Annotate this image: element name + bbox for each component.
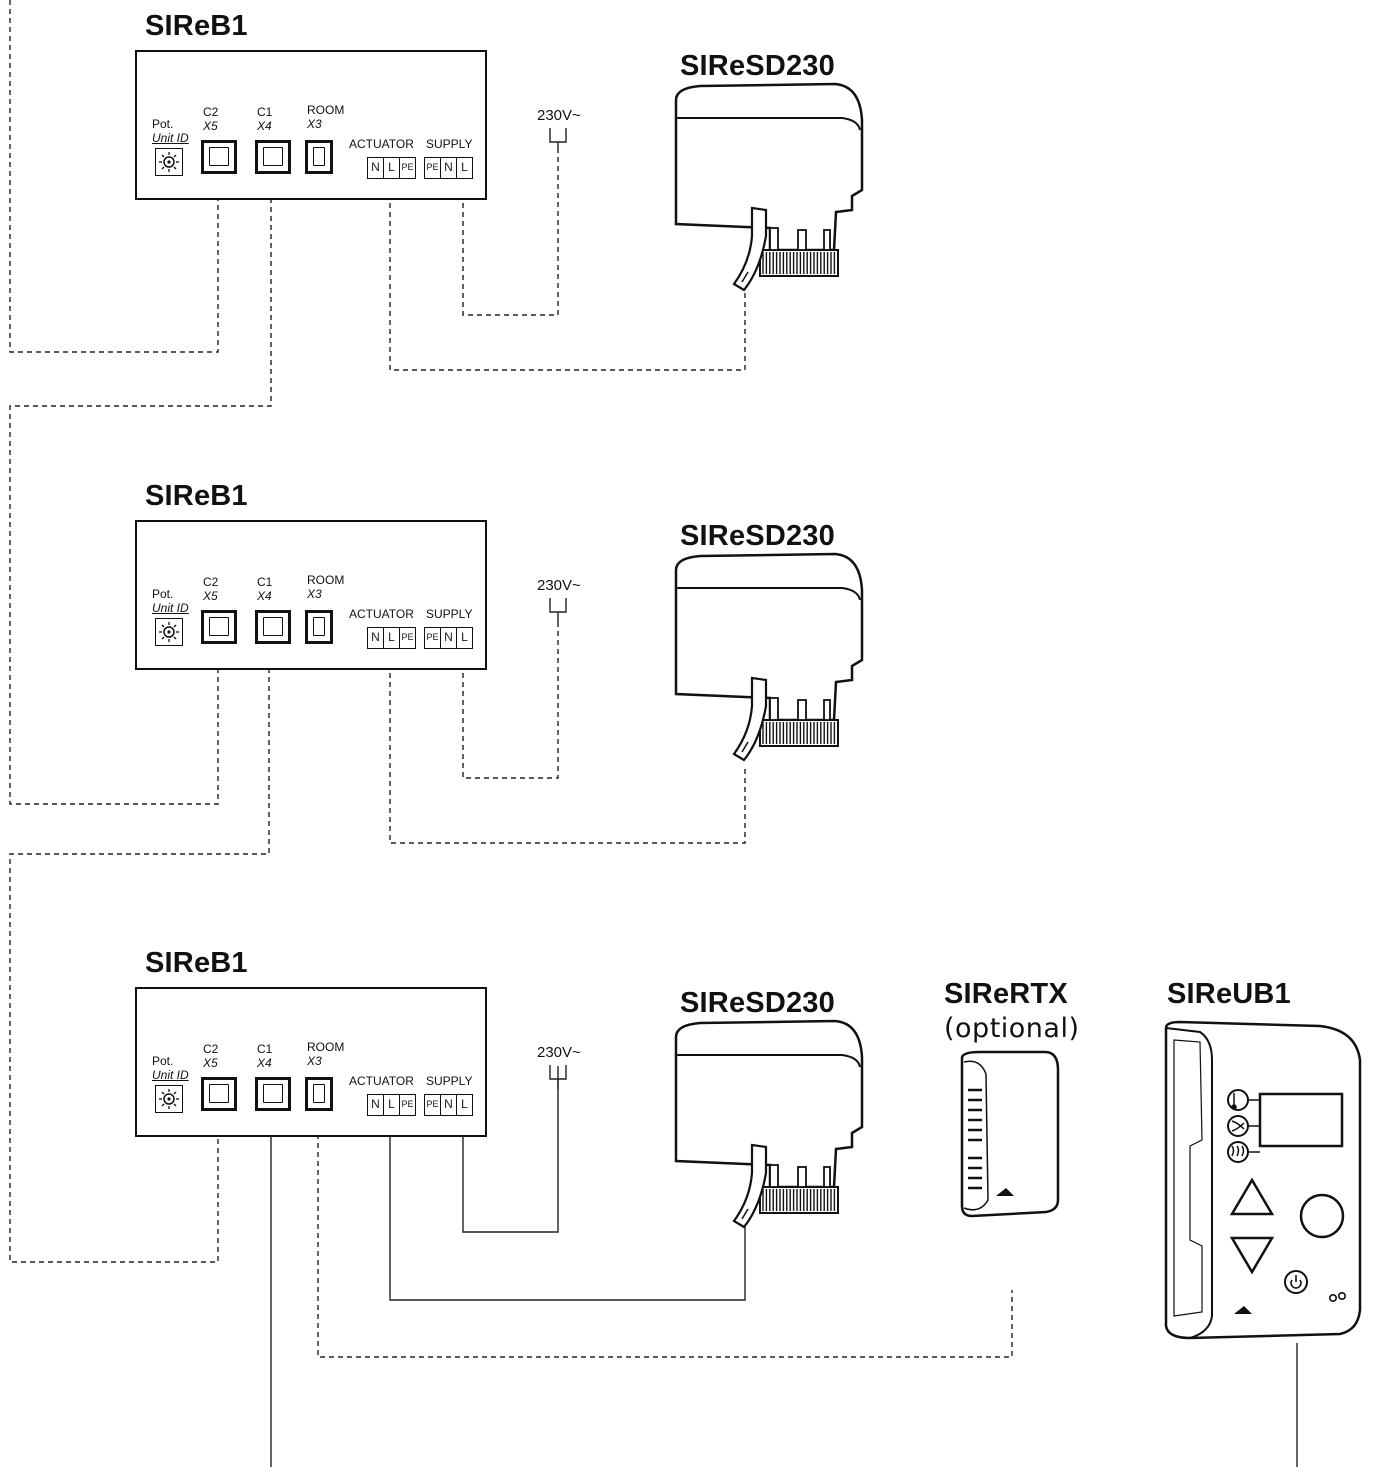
- mains-voltage-label: 230V~: [537, 107, 581, 124]
- potentiometer-dial-icon: [159, 152, 179, 172]
- port-name-label: C1: [257, 575, 273, 589]
- actuator-terminal[interactable]: PE: [399, 627, 416, 649]
- mains-plug-icon: [549, 1065, 567, 1089]
- controller-title: SIReB1: [145, 480, 248, 512]
- actuator-wire-1: [389, 176, 746, 371]
- port-id-label: X3: [307, 117, 322, 131]
- supply-terminal-label: SUPPLY: [426, 1074, 473, 1088]
- actuator-terminal-label: ACTUATOR: [349, 137, 414, 151]
- supply-terminal-label: SUPPLY: [426, 137, 473, 151]
- actuator-terminal-label: ACTUATOR: [349, 607, 414, 621]
- mains-voltage-label: 230V~: [537, 577, 581, 594]
- rj-port-x5[interactable]: [201, 610, 237, 644]
- supply-terminal[interactable]: L: [456, 627, 473, 649]
- actuator-terminal[interactable]: PE: [399, 157, 416, 179]
- up-arrow-icon: [1229, 1177, 1275, 1216]
- mains-plug-icon: [549, 128, 567, 152]
- supply-terminal-label: SUPPLY: [426, 607, 473, 621]
- port-name-label: C2: [203, 575, 219, 589]
- port-id-label: X3: [307, 1054, 322, 1068]
- controller-title: SIReB1: [145, 947, 248, 979]
- rj-port-x3[interactable]: [305, 140, 333, 174]
- bus-wire-top-c2: [9, 0, 219, 353]
- actuator-device: [674, 82, 864, 292]
- down-arrow-icon: [1229, 1236, 1275, 1275]
- port-id-label: X3: [307, 587, 322, 601]
- unit-id-potentiometer[interactable]: [155, 618, 183, 646]
- rj-port-x3[interactable]: [305, 610, 333, 644]
- port-name-label: C1: [257, 1042, 273, 1056]
- fan-icon: [1227, 1115, 1249, 1137]
- unit-id-label: Unit ID: [152, 601, 189, 615]
- supply-terminal[interactable]: L: [456, 157, 473, 179]
- port-name-label: C2: [203, 105, 219, 119]
- unit-id-potentiometer[interactable]: [155, 148, 183, 176]
- port-id-label: X4: [257, 589, 272, 603]
- bus-wire-c1-to-unit2: [9, 180, 272, 805]
- port-id-label: X5: [203, 589, 218, 603]
- supply-wire-3: [462, 1066, 559, 1233]
- potentiometer-dial-icon: [159, 1089, 179, 1109]
- pot-label: Pot.: [152, 1054, 174, 1068]
- supply-wire-2: [462, 620, 559, 779]
- port-id-label: X5: [203, 1056, 218, 1070]
- mains-voltage-label: 230V~: [537, 1044, 581, 1061]
- port-id-label: X5: [203, 119, 218, 133]
- port-name-label: ROOM: [307, 1040, 345, 1054]
- pot-label: Pot.: [152, 587, 174, 601]
- actuator-terminal[interactable]: PE: [399, 1094, 416, 1116]
- rj-port-x3[interactable]: [305, 1077, 333, 1111]
- actuator-title: SIReSD230: [680, 987, 835, 1019]
- pot-label: Pot.: [152, 117, 174, 131]
- unit-id-label: Unit ID: [152, 1068, 189, 1082]
- supply-wire-1: [462, 152, 559, 316]
- port-name-label: ROOM: [307, 103, 345, 117]
- actuator-wire-3: [389, 1112, 746, 1301]
- unit-id-potentiometer[interactable]: [155, 1085, 183, 1113]
- potentiometer-dial-icon: [159, 622, 179, 642]
- bus-wire-c1-to-unit3: [9, 650, 270, 1263]
- port-id-label: X4: [257, 1056, 272, 1070]
- port-id-label: X4: [257, 119, 272, 133]
- controller-title: SIReB1: [145, 10, 248, 42]
- rj-port-x4[interactable]: [255, 140, 291, 174]
- actuator-terminal-label: ACTUATOR: [349, 1074, 414, 1088]
- port-name-label: ROOM: [307, 573, 345, 587]
- actuator-title: SIReSD230: [680, 520, 835, 552]
- user-unit-device: [1164, 1020, 1362, 1340]
- rj-port-x5[interactable]: [201, 1077, 237, 1111]
- actuator-title: SIReSD230: [680, 50, 835, 82]
- room-sensor-title: SIReRTX: [944, 978, 1068, 1010]
- actuator-device: [674, 1019, 864, 1229]
- user-unit-title: SIReUB1: [1167, 978, 1291, 1010]
- rj-port-x5[interactable]: [201, 140, 237, 174]
- supply-terminal[interactable]: L: [456, 1094, 473, 1116]
- port-name-label: C2: [203, 1042, 219, 1056]
- room-sensor-device: [960, 1050, 1060, 1218]
- room-sensor-wire: [317, 1116, 1013, 1358]
- temperature-icon: [1227, 1089, 1249, 1111]
- rj-port-x4[interactable]: [255, 610, 291, 644]
- actuator-device: [674, 552, 864, 762]
- mains-plug-icon: [549, 598, 567, 622]
- unit-id-label: Unit ID: [152, 131, 189, 145]
- room-sensor-subtitle: (optional): [944, 1013, 1080, 1044]
- port-name-label: C1: [257, 105, 273, 119]
- rj-port-x4[interactable]: [255, 1077, 291, 1111]
